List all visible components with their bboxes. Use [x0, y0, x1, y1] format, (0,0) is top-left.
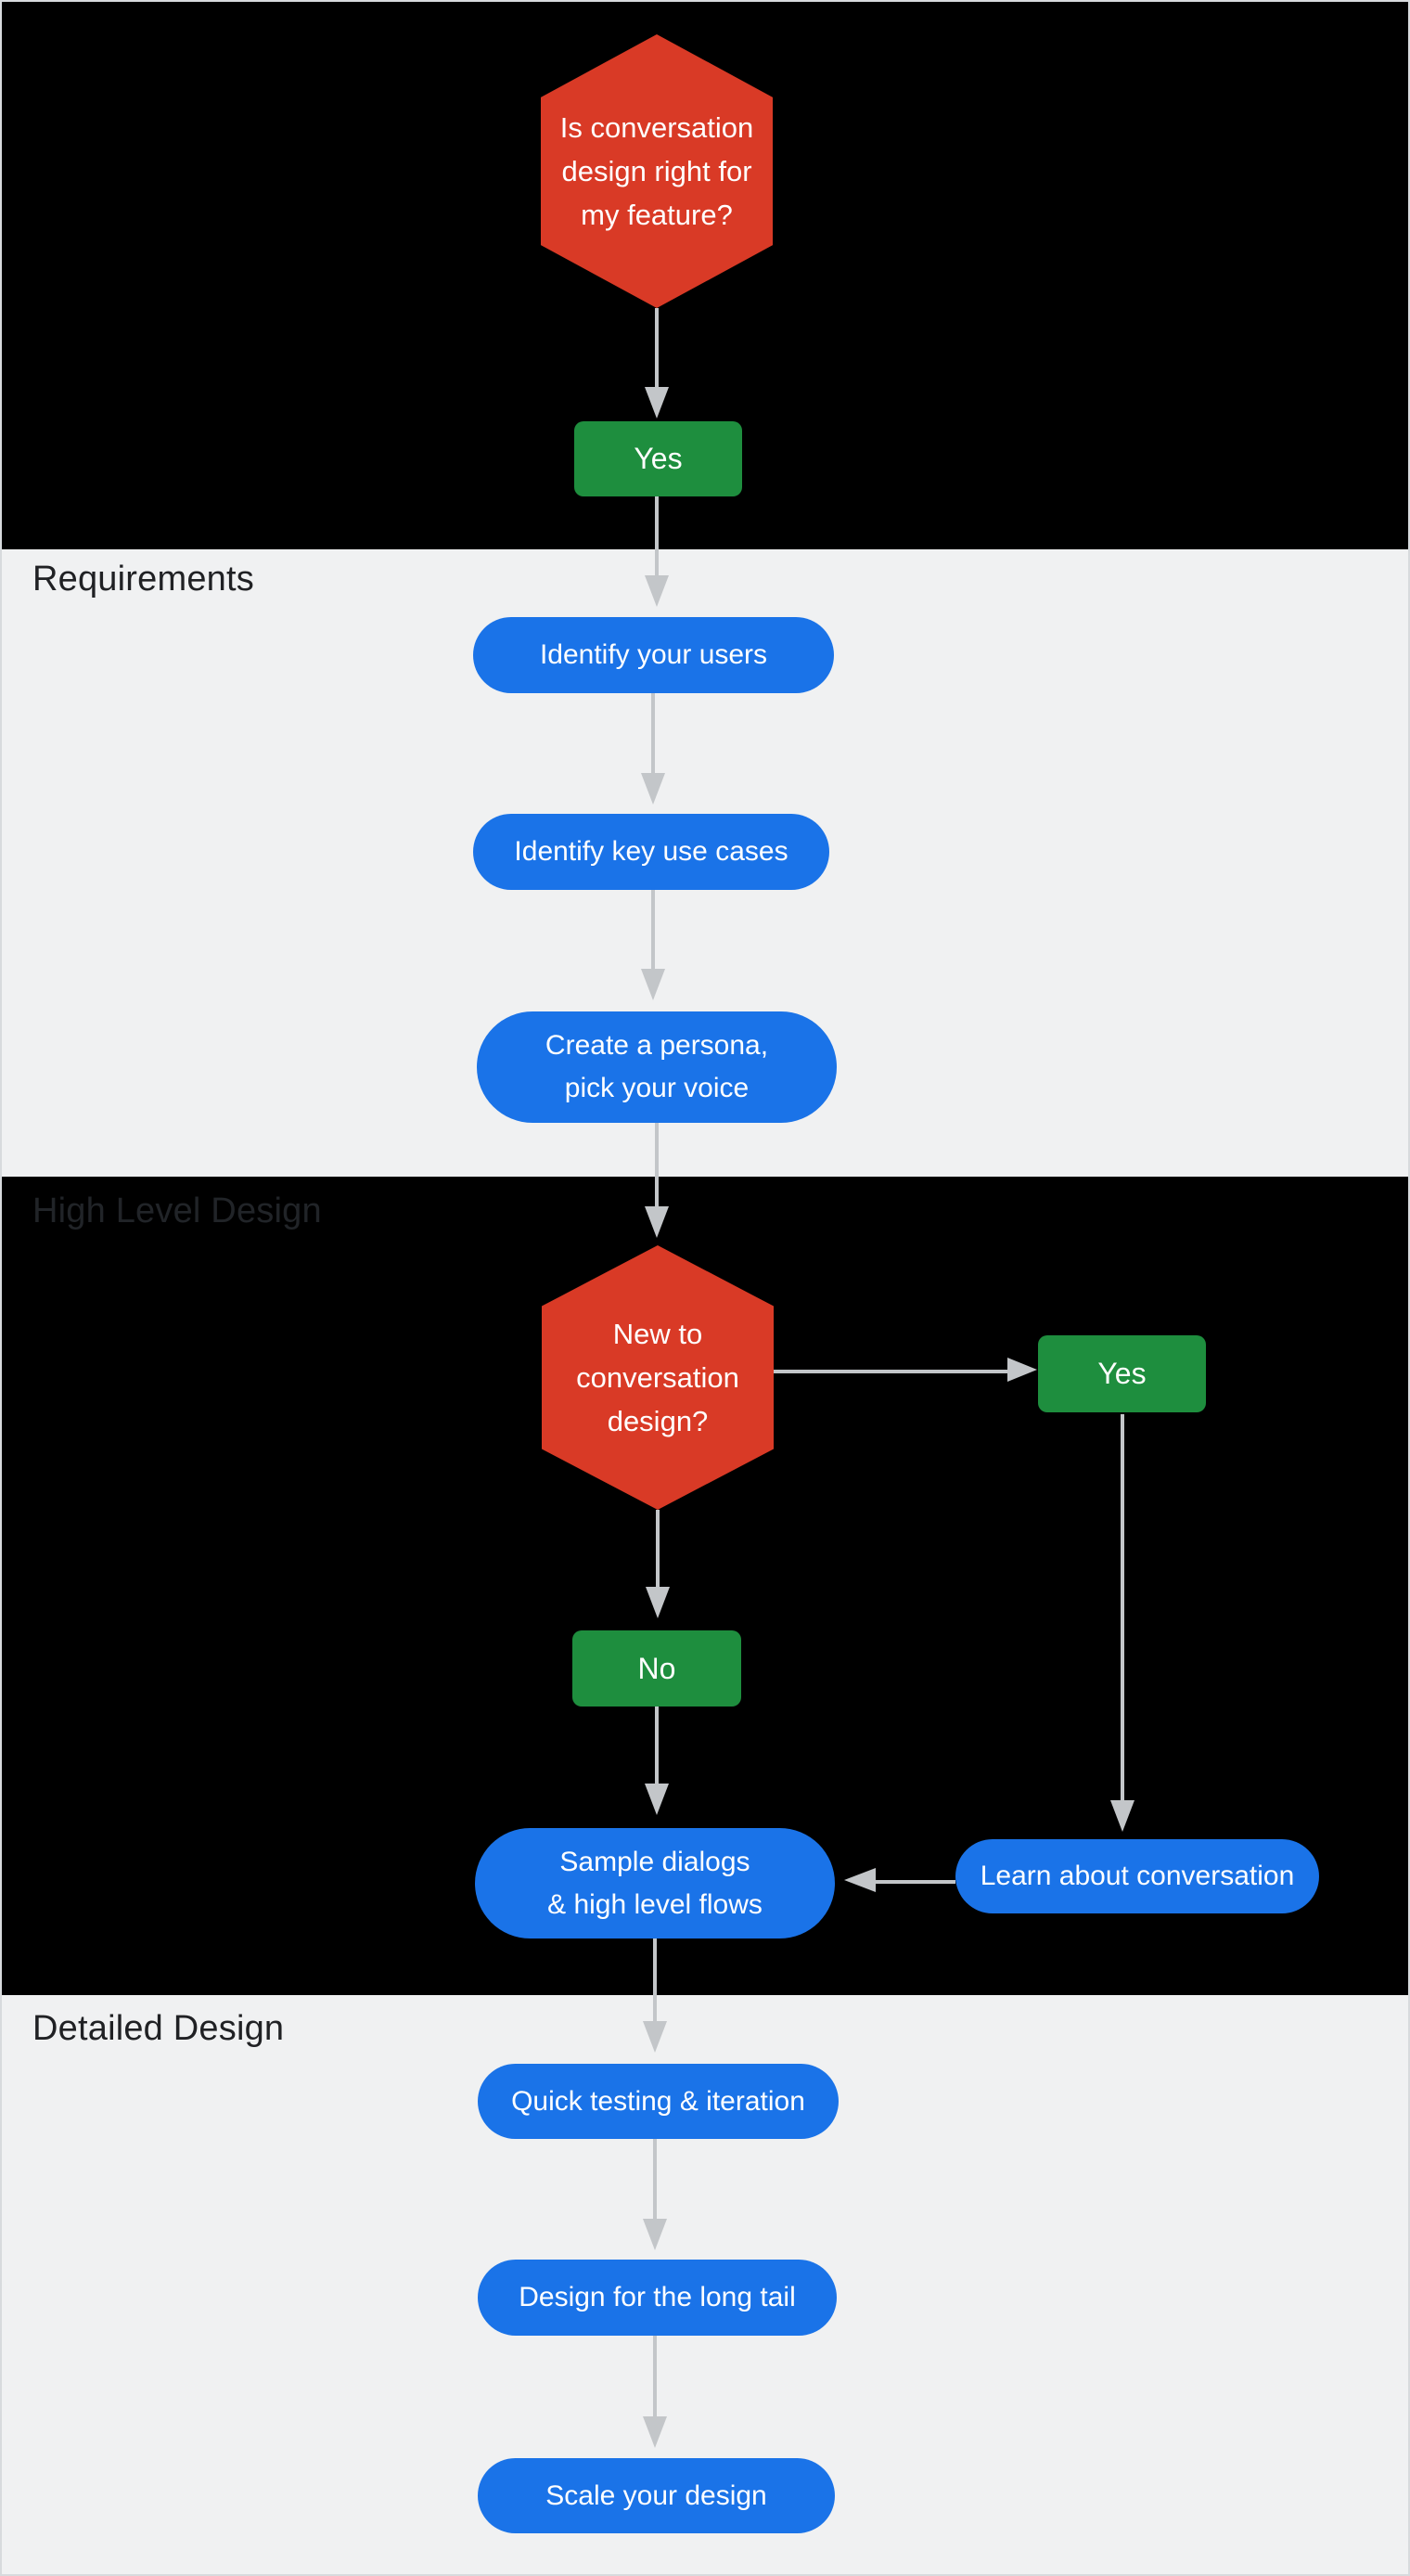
yes-button-top[interactable]: Yes [574, 421, 742, 496]
step-identify-key-use-cases[interactable]: Identify key use cases [473, 814, 829, 890]
connector-line [651, 693, 655, 777]
arrow-down-icon [643, 2416, 667, 2448]
step-identify-your-users[interactable]: Identify your users [473, 617, 834, 693]
arrow-down-icon [641, 773, 665, 805]
step-scale-your-design[interactable]: Scale your design [478, 2458, 835, 2533]
connector-line [874, 1880, 955, 1884]
arrow-down-icon [643, 2219, 667, 2250]
connector-line [655, 308, 659, 393]
connector-line [651, 890, 655, 972]
connector-line [653, 2139, 657, 2221]
decision-hexagon-new-to-conversation-design: New to conversation design? [542, 1245, 774, 1510]
connector-line [653, 2336, 657, 2417]
section-label-high-level-design: High Level Design [32, 1191, 322, 1230]
section-label-requirements: Requirements [32, 560, 254, 599]
step-learn-about-conversation[interactable]: Learn about conversation [955, 1839, 1319, 1913]
step-design-for-long-tail[interactable]: Design for the long tail [478, 2260, 837, 2336]
arrow-down-icon [646, 1587, 670, 1618]
connector-line [656, 1510, 660, 1589]
connector-line [774, 1370, 1007, 1373]
arrow-down-icon [645, 1784, 669, 1815]
decision-hexagon-right-for-feature: Is conversation design right for my feat… [541, 34, 773, 308]
yes-button-right[interactable]: Yes [1038, 1335, 1206, 1412]
no-button[interactable]: No [572, 1630, 741, 1707]
arrow-right-icon [1007, 1358, 1037, 1382]
arrow-down-icon [641, 969, 665, 1000]
arrow-down-icon [643, 2021, 667, 2053]
arrow-down-icon [645, 575, 669, 607]
step-quick-testing-iteration[interactable]: Quick testing & iteration [478, 2064, 839, 2139]
step-sample-dialogs-high-level-flows[interactable]: Sample dialogs & high level flows [475, 1828, 835, 1938]
step-create-persona-pick-voice[interactable]: Create a persona, pick your voice [477, 1011, 837, 1123]
connector-line [1121, 1414, 1124, 1804]
arrow-down-icon [1110, 1800, 1134, 1832]
connector-line [653, 1938, 657, 2022]
connector-line [655, 1707, 659, 1785]
arrow-down-icon [645, 1206, 669, 1238]
connector-line [655, 1123, 659, 1209]
connector-line [655, 496, 659, 585]
arrow-left-icon [844, 1868, 876, 1892]
section-label-detailed-design: Detailed Design [32, 2009, 285, 2048]
arrow-down-icon [645, 387, 669, 419]
